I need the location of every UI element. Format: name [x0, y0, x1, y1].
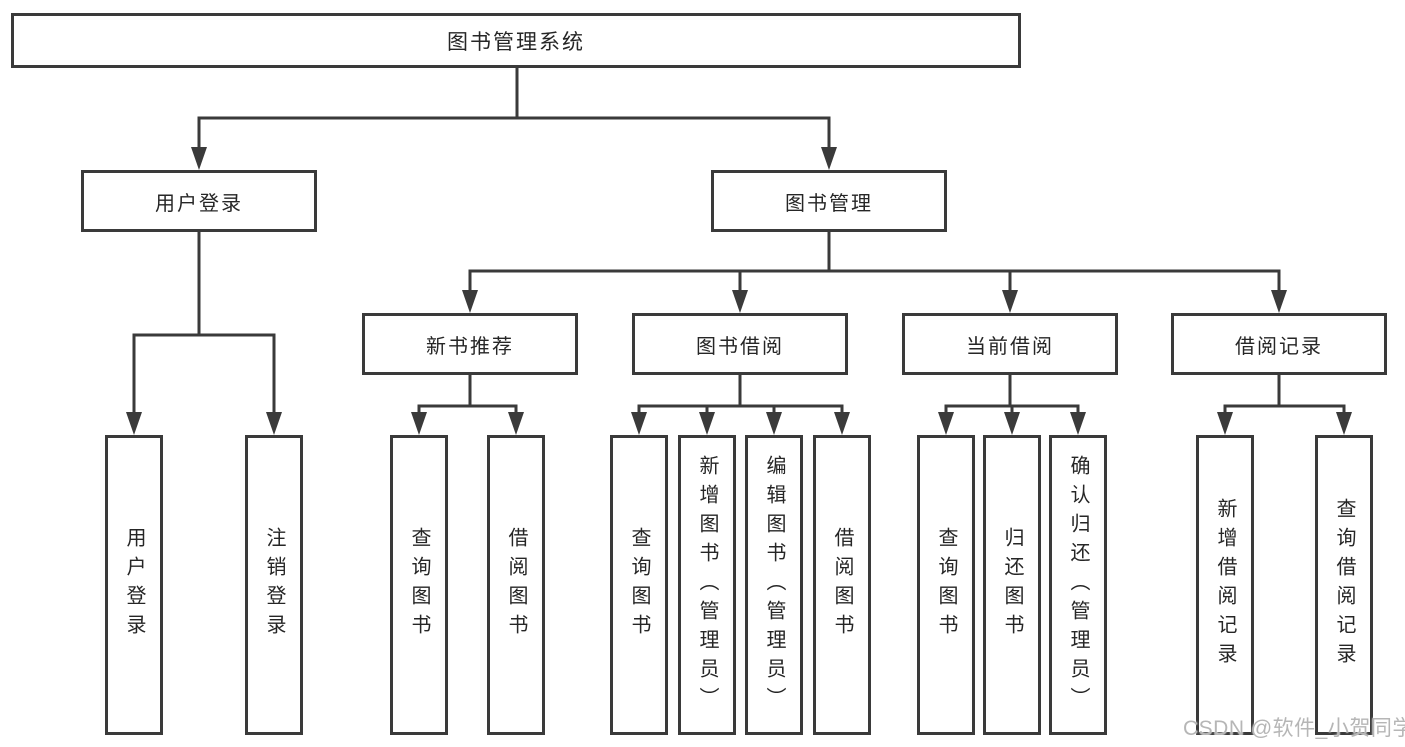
- leaf-current-return-books: 归还图书: [983, 435, 1041, 735]
- leaf-user-login: 用户登录: [105, 435, 163, 735]
- leaf-records-add-record-label: 新增借阅记录: [1214, 498, 1236, 672]
- node-current-borrow-label: 当前借阅: [966, 335, 1054, 358]
- leaf-borrow-add-books-admin-label: 新增图书（管理员）: [696, 454, 718, 716]
- leaf-current-query-books: 查询图书: [917, 435, 975, 735]
- node-root: 图书管理系统: [11, 13, 1021, 68]
- leaf-borrow-edit-books-admin: 编辑图书（管理员）: [745, 435, 803, 735]
- leaf-recommend-borrow-books: 借阅图书: [487, 435, 545, 735]
- leaf-records-query-record: 查询借阅记录: [1315, 435, 1373, 735]
- leaf-logout-label: 注销登录: [263, 527, 285, 643]
- node-book-management: 图书管理: [711, 170, 947, 232]
- node-borrow-records-label: 借阅记录: [1235, 335, 1323, 358]
- leaf-borrow-borrow-books: 借阅图书: [813, 435, 871, 735]
- leaf-borrow-add-books-admin: 新增图书（管理员）: [678, 435, 736, 735]
- node-new-book-recommend: 新书推荐: [362, 313, 578, 375]
- leaf-logout: 注销登录: [245, 435, 303, 735]
- csdn-watermark: CSDN @软件_小贺同学: [1183, 717, 1405, 740]
- leaf-current-confirm-return-admin-label: 确认归还（管理员）: [1067, 454, 1089, 716]
- leaf-records-add-record: 新增借阅记录: [1196, 435, 1254, 735]
- leaf-recommend-query-books-label: 查询图书: [408, 527, 430, 643]
- node-user-login-label: 用户登录: [155, 192, 243, 215]
- node-book-management-label: 图书管理: [785, 192, 873, 215]
- leaf-borrow-edit-books-admin-label: 编辑图书（管理员）: [763, 454, 785, 716]
- leaf-records-query-record-label: 查询借阅记录: [1333, 498, 1355, 672]
- node-root-label: 图书管理系统: [447, 30, 585, 54]
- node-user-login: 用户登录: [81, 170, 317, 232]
- leaf-borrow-query-books-label: 查询图书: [628, 527, 650, 643]
- node-new-book-recommend-label: 新书推荐: [426, 335, 514, 358]
- leaf-current-query-books-label: 查询图书: [935, 527, 957, 643]
- node-book-borrow: 图书借阅: [632, 313, 848, 375]
- node-book-borrow-label: 图书借阅: [696, 335, 784, 358]
- arrowheads: [126, 147, 1352, 435]
- node-borrow-records: 借阅记录: [1171, 313, 1387, 375]
- leaf-user-login-label: 用户登录: [123, 527, 145, 643]
- leaf-recommend-borrow-books-label: 借阅图书: [505, 527, 527, 643]
- leaf-borrow-borrow-books-label: 借阅图书: [831, 527, 853, 643]
- leaf-current-return-books-label: 归还图书: [1001, 527, 1023, 643]
- leaf-current-confirm-return-admin: 确认归还（管理员）: [1049, 435, 1107, 735]
- leaf-borrow-query-books: 查询图书: [610, 435, 668, 735]
- leaf-recommend-query-books: 查询图书: [390, 435, 448, 735]
- node-current-borrow: 当前借阅: [902, 313, 1118, 375]
